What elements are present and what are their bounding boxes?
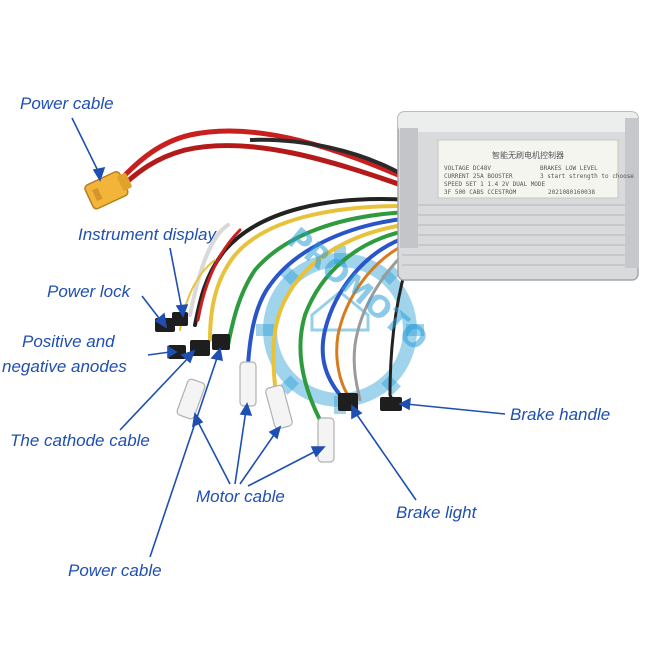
- controller-case: 智能无刷电机控制器 VOLTAGE DC48V BRAKES LOW LEVEL…: [397, 111, 639, 281]
- callout-brake-handle: Brake handle: [510, 405, 611, 424]
- controller-label-row2-left: CURRENT 25A BOOSTER: [444, 173, 513, 180]
- power-wires: [120, 128, 411, 191]
- callout-arrows: [71, 117, 506, 558]
- controller-label-title: 智能无刷电机控制器: [492, 150, 564, 160]
- callout-cathode-cable: The cathode cable: [10, 431, 150, 450]
- xt60-plug-icon: [84, 171, 132, 210]
- callout-instrument-display: Instrument display: [78, 225, 216, 244]
- motor-connectors: [176, 361, 335, 463]
- callout-power-cable-top: Power cable: [20, 94, 114, 113]
- callout-brake-light: Brake light: [396, 503, 477, 522]
- controller-label-row4-right: 2021080160038: [548, 189, 595, 196]
- controller-label-row2-right: 3 start strength to choose: [540, 173, 634, 180]
- controller-label-row1-right: BRAKES LOW LEVEL: [540, 165, 598, 172]
- callout-motor-cable: Motor cable: [196, 487, 285, 506]
- controller-label-row4-left: 3F 500 CABS CCESTROM: [444, 189, 517, 196]
- controller-label-row1-left: VOLTAGE DC48V: [444, 165, 491, 172]
- callout-positive-negative-line1: Positive and: [22, 332, 115, 351]
- callout-power-cable-bottom: Power cable: [68, 561, 162, 580]
- controller-label-row3-left: SPEED SET 1 1.4 2V DUAL MODE: [444, 181, 546, 188]
- callout-positive-negative-line2: negative anodes: [2, 357, 127, 376]
- callout-power-lock: Power lock: [47, 282, 131, 301]
